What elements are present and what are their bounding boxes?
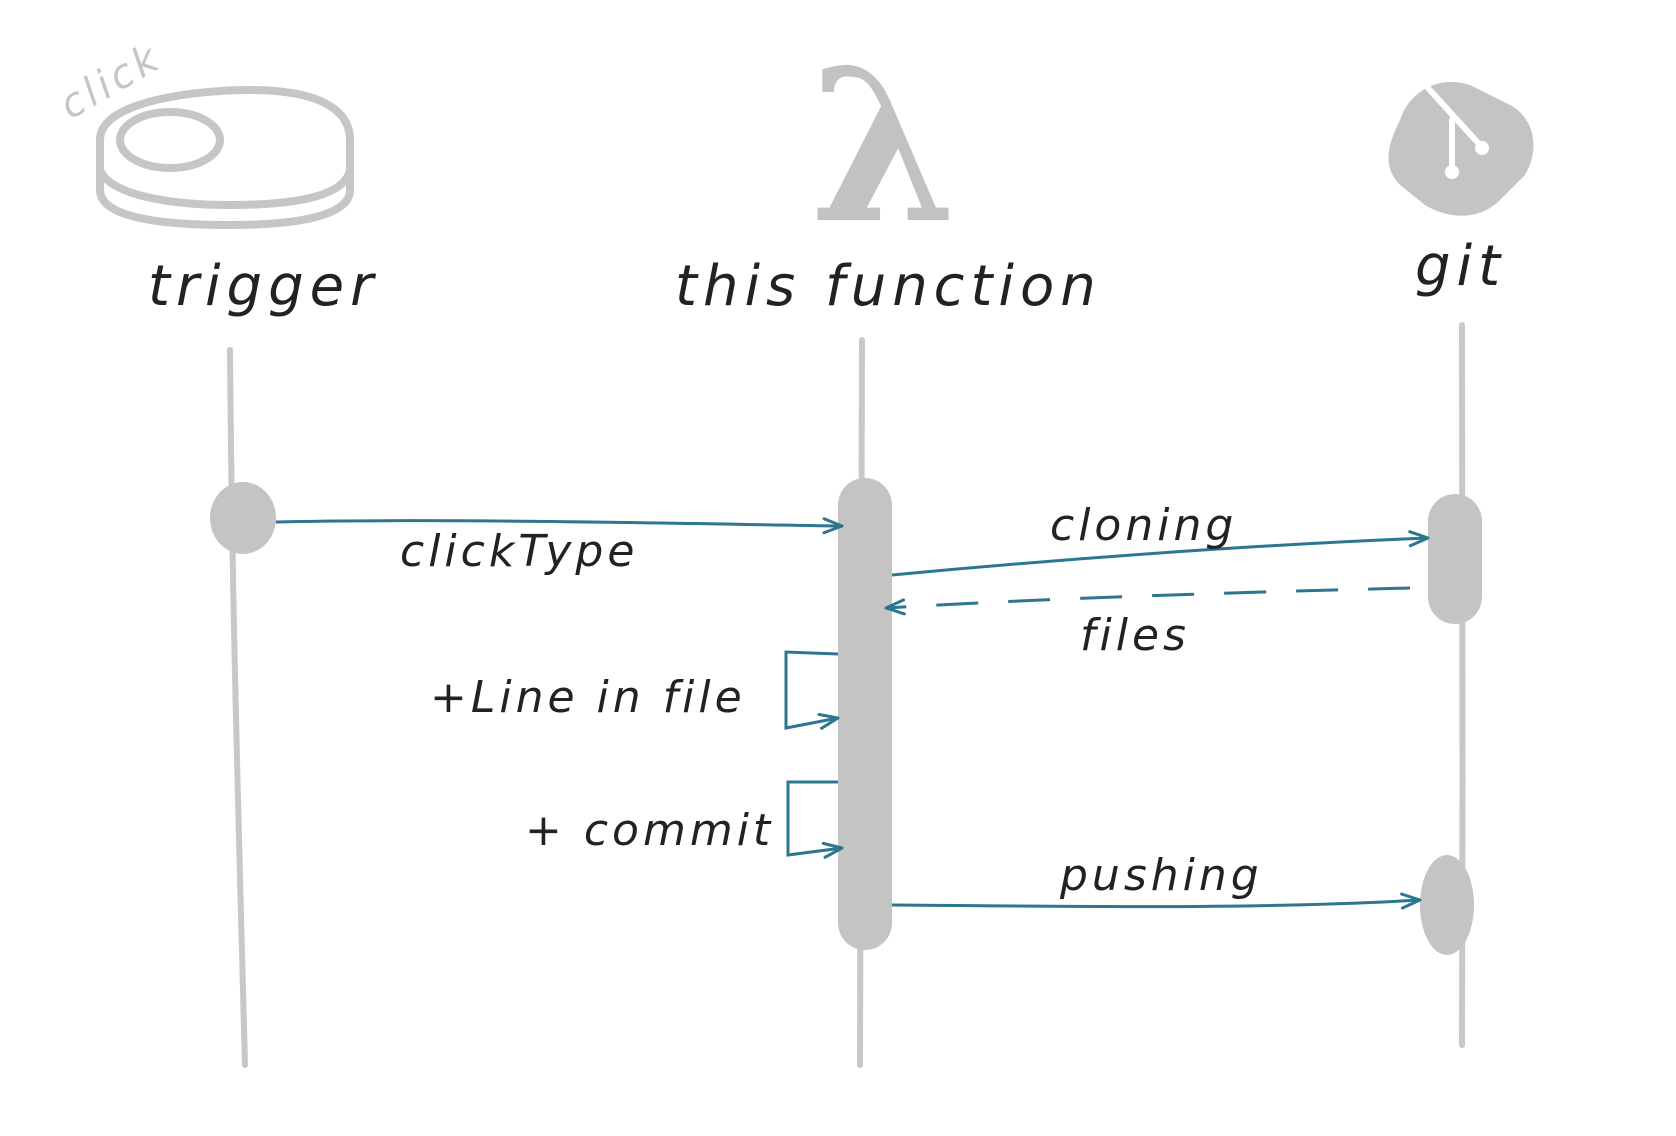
actor-label-trigger: trigger — [148, 254, 379, 319]
message-commit: + commit — [525, 805, 774, 856]
arrow-add-line — [784, 650, 840, 730]
function-activation — [838, 478, 892, 950]
message-pushing: pushing — [1059, 850, 1263, 901]
actor-label-git: git — [1415, 234, 1506, 299]
message-files: files — [1080, 610, 1190, 661]
arrow-cloning — [891, 530, 1430, 577]
arrow-commit — [786, 780, 844, 859]
message-cloning: cloning — [1050, 500, 1237, 551]
lambda-glyph: λ — [810, 23, 957, 270]
lambda-icon: λ — [810, 23, 957, 270]
git-activation-push — [1420, 855, 1474, 955]
message-add-line: +Line in file — [430, 672, 746, 723]
git-activation-clone — [1428, 494, 1482, 624]
arrow-pushing — [891, 892, 1422, 910]
git-icon — [1388, 81, 1534, 216]
lifeline-trigger — [227, 347, 248, 1068]
arrow-files — [884, 586, 1411, 616]
actor-label-function: this function — [675, 254, 1102, 319]
trigger-activation — [210, 482, 276, 554]
button-icon: click — [52, 34, 354, 229]
arrow-click-type — [275, 517, 844, 535]
message-click-type: clickType — [400, 526, 638, 577]
